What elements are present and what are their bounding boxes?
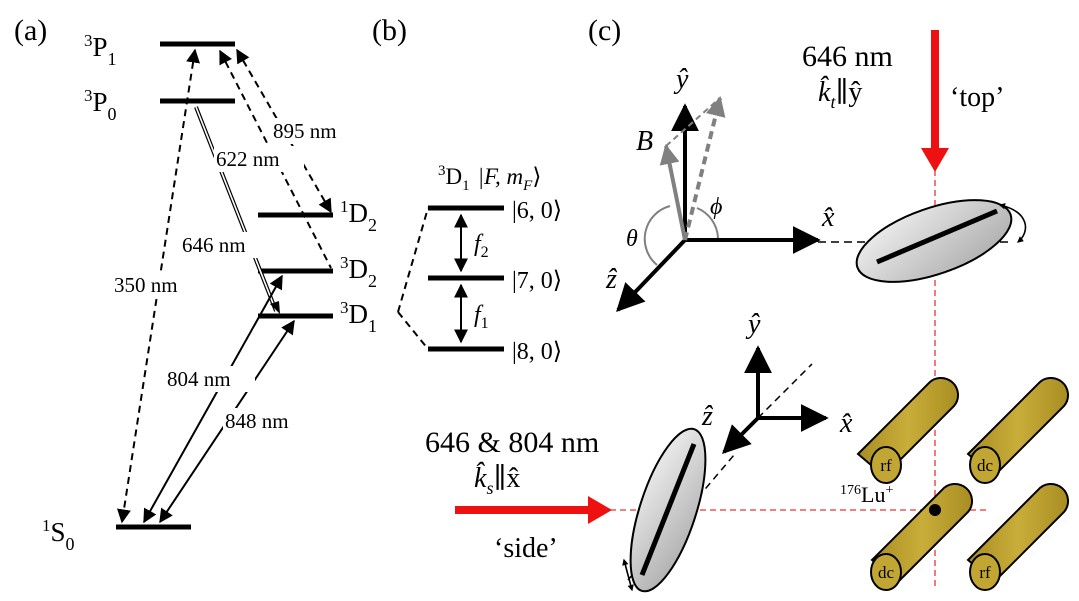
hyperfine-header: 3D1|F, mF⟩: [438, 163, 541, 194]
label-3p0: 3P0: [84, 86, 117, 124]
label-3d2: 3D2: [340, 253, 377, 291]
side-waveplate-axis: [639, 443, 697, 576]
axis-x-label: x̂: [821, 202, 835, 233]
b-projection-arrow: [683, 96, 726, 241]
top-waveplate: [855, 199, 1013, 283]
label-bg-848: [223, 408, 313, 434]
label-1s0: 1S0: [42, 516, 75, 554]
top-label: ‘top’: [950, 82, 1004, 113]
electrode-label-rf-top: rf: [880, 456, 892, 475]
side-waveplate-rotation-icon: [622, 558, 634, 592]
label-bg-804: [165, 366, 255, 392]
electrode-rf-bottom: rf: [966, 483, 1069, 591]
side-laser-arrowhead: [588, 496, 612, 524]
label-3d1: 3D1: [340, 298, 377, 336]
phi-label: ϕ: [710, 194, 722, 220]
electrode-dc-bottom: dc: [870, 483, 973, 591]
transition-895-arrow: [236, 48, 332, 214]
transition-622-label: 622 nm: [216, 147, 280, 171]
zoom-line-top: [397, 207, 429, 313]
axis2-x-label: x̂: [839, 408, 853, 439]
theta-label: θ: [626, 226, 638, 252]
f1-label: f1: [474, 302, 489, 332]
transition-804-arrow: [143, 274, 283, 524]
ion-label: 176Lu+: [840, 482, 893, 507]
zoom-line-bottom: [397, 311, 429, 350]
label-bg-622: [214, 146, 304, 172]
label-bg-350: [112, 272, 202, 298]
transition-804-label: 804 nm: [167, 367, 231, 391]
panel-a-label: (a): [14, 14, 47, 47]
panel-c: (c) 646 nm k̂t∥ŷ ‘top’ ŷ x̂ ẑ B⃗ θ ϕ: [425, 14, 1069, 593]
panel-c-label: (c): [588, 14, 621, 47]
top-laser-arrowhead: [921, 148, 949, 172]
axis2-z-arrow: [722, 416, 760, 454]
axis-z-arrow: [616, 238, 687, 313]
axis2-y-label: ŷ: [745, 309, 761, 340]
side-k-vector: k̂s∥x̂: [474, 463, 520, 498]
electrode-dc-top: dc: [966, 377, 1069, 484]
axis2-z-label: ẑ: [701, 401, 714, 432]
ion-dot: [929, 504, 941, 516]
panel-b-label: (b): [372, 14, 407, 47]
electrode-label-dc-bottom: dc: [878, 563, 895, 582]
top-wavelength: 646 nm: [802, 40, 893, 73]
transition-895-label: 895 nm: [273, 119, 337, 143]
axis2-z-back: [757, 363, 813, 419]
b-field-arrow: [659, 144, 687, 241]
top-waveplate-rotation-icon: [998, 203, 1027, 243]
top-waveplate-axis: [876, 208, 998, 265]
panel-b: (b) 3D1|F, mF⟩ |6, 0⟩ |7, 0⟩ |8, 0⟩ f2 f…: [372, 14, 562, 365]
b-field-label: B⃗: [636, 126, 675, 157]
f2-label: f2: [474, 231, 489, 261]
transition-646-label: 646 nm: [182, 233, 246, 257]
side-label: ‘side’: [494, 533, 558, 564]
label-bg-895: [270, 118, 362, 144]
hf-state-6-0: |6, 0⟩: [512, 198, 562, 224]
phi-arc: [696, 207, 719, 239]
axis-y-label: ŷ: [673, 64, 689, 95]
label-1d2: 1D2: [340, 197, 377, 235]
hf-state-8-0: |8, 0⟩: [512, 339, 562, 365]
electrode-rf-top: rf: [856, 377, 959, 484]
label-3p1: 3P1: [84, 31, 117, 69]
theta-arc: [643, 205, 671, 266]
side-wavelength: 646 & 804 nm: [425, 426, 599, 459]
label-bg-646: [180, 232, 270, 258]
hf-state-7-0: |7, 0⟩: [512, 268, 562, 294]
transition-848-label: 848 nm: [225, 409, 289, 433]
transition-350-arrow: [117, 48, 200, 524]
electrode-label-rf-bottom: rf: [979, 563, 991, 582]
top-k-vector: k̂t∥ŷ: [818, 77, 862, 112]
electrode-label-dc-top: dc: [977, 456, 994, 475]
transition-350-label: 350 nm: [114, 273, 178, 297]
panel-a: (a) 3P1 3P0 1D2 3D2 3D1 1S0 895 nm 622 n…: [14, 14, 377, 554]
axis-z-label: ẑ: [605, 264, 618, 295]
